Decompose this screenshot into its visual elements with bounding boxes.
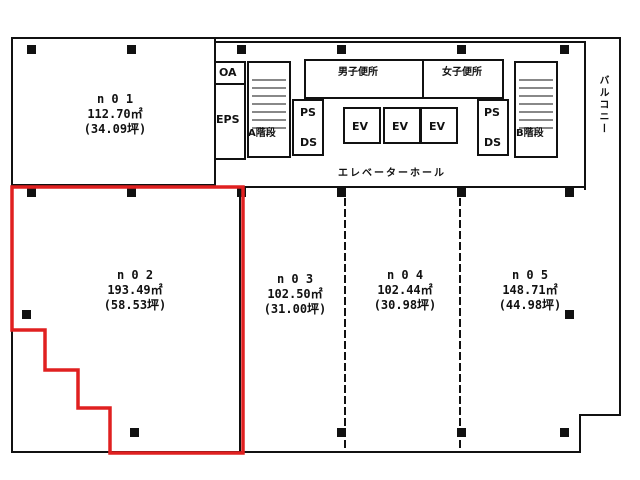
elevator-2-label: EV — [392, 120, 409, 133]
eps-label: EPS — [216, 113, 240, 126]
womens-toilet-label: 女子便所 — [442, 67, 482, 78]
unit-id: n 0 3 — [276, 272, 314, 286]
unit-area-tsubo: (34.09坪) — [83, 122, 147, 136]
oa-label: OA — [219, 66, 237, 79]
unit-area-tsubo: (30.98坪) — [373, 298, 437, 312]
ps-ds-right — [477, 99, 509, 156]
balcony-label: バルコニー — [597, 75, 608, 135]
mens-toilet-label: 男子便所 — [338, 67, 378, 78]
unit-id: n 0 4 — [386, 268, 424, 282]
elevator-3-label: EV — [429, 120, 446, 133]
stair-a-label: A階段 — [248, 128, 276, 139]
stair-a — [247, 61, 291, 158]
unit-area-tsubo: (31.00坪) — [263, 302, 327, 316]
unit-n02[interactable]: n 0 2 193.49㎡ (58.53坪) — [80, 268, 190, 313]
unit-id: n 0 1 — [96, 92, 134, 106]
unit-id: n 0 2 — [116, 268, 154, 282]
unit-n04[interactable]: n 0 4 102.44㎡ (30.98坪) — [350, 268, 460, 313]
ps-right-label: PS — [484, 106, 500, 119]
unit-area-m2: 102.44㎡ — [377, 283, 433, 297]
selected-unit-outline — [10, 185, 245, 455]
stair-b — [514, 61, 558, 158]
unit-n01[interactable]: n 0 1 112.70㎡ (34.09坪) — [60, 92, 170, 137]
columns — [22, 45, 574, 437]
unit-area-m2: 148.71㎡ — [502, 283, 558, 297]
ps-left-label: PS — [300, 106, 316, 119]
unit-area-tsubo: (44.98坪) — [498, 298, 562, 312]
ds-right-label: DS — [484, 136, 502, 149]
unit-n05[interactable]: n 0 5 148.71㎡ (44.98坪) — [475, 268, 585, 313]
elevator-hall-label: エレベーターホール — [338, 168, 446, 179]
womens-toilet — [422, 59, 504, 99]
unit-area-m2: 193.49㎡ — [107, 283, 163, 297]
ps-ds-left — [292, 99, 324, 156]
eps-room — [214, 83, 246, 160]
unit-area-tsubo: (58.53坪) — [103, 298, 167, 312]
elevator-1-label: EV — [352, 120, 369, 133]
unit-id: n 0 5 — [511, 268, 549, 282]
ds-left-label: DS — [300, 136, 318, 149]
unit-area-m2: 112.70㎡ — [87, 107, 143, 121]
stair-b-label: B階段 — [516, 128, 544, 139]
unit-area-m2: 102.50㎡ — [267, 287, 323, 301]
unit-n03[interactable]: n 0 3 102.50㎡ (31.00坪) — [245, 272, 345, 317]
outer-wall — [11, 37, 621, 453]
